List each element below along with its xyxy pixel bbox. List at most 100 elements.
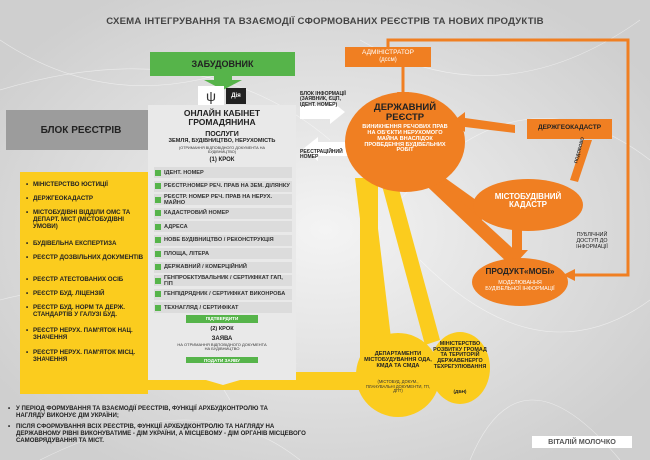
urban-cadastre-label: МІСТОБУДІВНИЙ КАДАСТР: [494, 192, 562, 210]
public-access-label: ПУБЛІЧНИЙ ДОСТУП ДО ІНФОРМАЦІЇ: [576, 232, 608, 251]
cabinet-field-label: ТЕХНАГЛЯД / СЕРТИФІКАТ: [164, 304, 239, 311]
cabinet-field-row[interactable]: КАДАСТРОВИЙ НОМЕР: [154, 207, 292, 219]
page-title: СХЕМА ІНТЕГРУВАННЯ ТА ВЗАЄМОДІЇ СФОРМОВА…: [106, 16, 544, 27]
cabinet-field-row[interactable]: РЕЄСТР. НОМЕР РЕЧ. ПРАВ НА НЕРУХ. МАЙНО: [154, 194, 292, 206]
product-subtitle: МОДЕЛЮВАННЯ БУДІВЕЛЬНОЇ ІНФОРМАЦІЇ: [485, 280, 555, 292]
register-item-bullet: •: [26, 195, 29, 202]
admin-sub: (дссм): [379, 56, 397, 63]
cabinet-title: ОНЛАЙН КАБІНЕТ ГРОМАДЯНИНА: [183, 108, 261, 127]
checkbox-icon[interactable]: [155, 237, 161, 243]
checkbox-icon[interactable]: [155, 210, 161, 216]
departments-ellipse: [356, 333, 440, 417]
cabinet-field-row[interactable]: РЕЄСТР.НОМЕР РЕЧ. ПРАВ НА ЗЕМ. ДІЛЯНКУ: [154, 180, 292, 192]
note-bullet: •: [8, 423, 11, 430]
ministry-title: МІНІСТЕРСТВО РОЗВИТКУ ГРОМАД ТА ТЕРИТОРІ…: [433, 341, 487, 370]
cabinet-field-row[interactable]: ІДЕНТ. НОМЕР: [154, 167, 292, 178]
register-item-bullet: •: [26, 304, 29, 311]
register-item-label: РЕЄСТР БУД. ЛІЦЕНЗІЙ: [33, 290, 105, 297]
info-arrow: [300, 100, 345, 124]
cabinet-field-label: ГЕНПРОЕКТУВАЛЬНИК / СЕРТИФІКАТ ГАП, ГІП: [164, 274, 283, 287]
confirm-button[interactable]: ПІДТВЕРДИТИ: [186, 315, 258, 323]
register-item: •МІСТОБУДІВНІ ВІДДІЛИ ОМС ТА ДЕПАРТ. МІС…: [26, 209, 144, 230]
register-block-list: •МІНІСТЕРСТВО ЮСТИЦІЇ•ДЕРЖГЕОКАДАСТР•МІС…: [20, 172, 148, 394]
derzhgeokadastr-box: [527, 119, 612, 139]
cabinet-field-label: НОВЕ БУДІВНИЦТВО / РЕКОНСТРУКЦІЯ: [164, 237, 274, 243]
checkbox-icon[interactable]: [155, 223, 161, 230]
register-item: •РЕЄСТР ДОЗВІЛЬНИХ ДОКУМЕНТІВ: [26, 254, 144, 262]
register-item-label: МІСТОБУДІВНІ ВІДДІЛИ ОМС ТА ДЕПАРТ. МІСТ…: [33, 209, 131, 230]
submit-application-button[interactable]: ПОДАТИ ЗАЯВУ: [186, 357, 258, 365]
admin-label: АДМІНІСТРАТОР: [362, 49, 414, 56]
register-item-bullet: •: [26, 290, 29, 297]
product-title: ПРОДУКТ«МОБІ»: [485, 267, 555, 276]
cabinet-field-label: РЕЄСТР.НОМЕР РЕЧ. ПРАВ НА ЗЕМ. ДІЛЯНКУ: [164, 183, 290, 189]
cabinet-field-row[interactable]: ГЕНПІДРЯДНИК / СЕРТИФІКАТ ВИКОНРОБА: [154, 288, 292, 300]
register-item-label: РЕЄСТР БУД. НОРМ ТА ДЕРЖ. СТАНДАРТІВ У Г…: [33, 304, 125, 318]
author-label: ВІТАЛІЙ МОЛОЧКО: [532, 436, 632, 448]
note-1: • У ПЕРІОД ФОРМУВАННЯ ТА ВЗАЄМОДІЇ РЕЄСТ…: [8, 405, 268, 419]
cabinet-field-label: ГЕНПІДРЯДНИК / СЕРТИФІКАТ ВИКОНРОБА: [164, 291, 286, 297]
departments-subtitle: (МІСТОБУД. ДОКУМ., ПЛАНУВАЛЬНІ ДОКУМЕНТИ…: [365, 379, 431, 394]
cabinet-field-row[interactable]: НОВЕ БУДІВНИЦТВО / РЕКОНСТРУКЦІЯ: [154, 234, 292, 246]
registration-number-label: РЕЄСТРАЦІЙНИЙ НОМЕР: [300, 149, 343, 161]
register-item-bullet: •: [26, 327, 29, 334]
checkbox-icon[interactable]: [155, 291, 161, 297]
cabinet-field-row[interactable]: АДРЕСА: [154, 221, 292, 232]
step-2-label: (2) КРОК: [210, 326, 234, 332]
register-item: •БУДІВЕЛЬНА ЕКСПЕРТИЗА: [26, 240, 144, 248]
developer-box: ЗАБУДОВНИК: [150, 52, 295, 76]
note-bullet: •: [8, 405, 11, 412]
register-item-label: РЕЄСТР ДОЗВІЛЬНИХ ДОКУМЕНТІВ: [33, 254, 144, 261]
register-block-title: БЛОК РЕЄСТРІВ: [6, 110, 156, 150]
cabinet-field-label: ДЕРЖАВНИЙ / КОМЕРЦІЙНИЙ: [164, 264, 247, 270]
orange-ray-2: [415, 168, 520, 265]
cabinet-bottom-arrow: [148, 363, 298, 385]
departments-title: ДЕПАРТАМЕНТИ МІСТОБУДУВАННЯ ОДА, КМДА ТА…: [364, 351, 432, 369]
register-item-bullet: •: [26, 181, 29, 188]
checkbox-icon[interactable]: [155, 304, 161, 311]
cabinet-field-label: ІДЕНТ. НОМЕР: [164, 169, 204, 176]
cabinet-field-label: АДРЕСА: [164, 223, 188, 230]
register-item: • РЕЄСТР БУД. НОРМ ТА ДЕРЖ. СТАНДАРТІВ У …: [26, 304, 144, 319]
regnum-arrow: [303, 137, 348, 161]
derzhgeokadastr-label: ДЕРЖГЕОКАДАСТР: [537, 124, 602, 131]
product-ellipse: [472, 258, 568, 306]
orange-arrow-cadastre-product: [506, 228, 528, 262]
ministry-subtitle: (ДБН): [453, 389, 467, 394]
state-register-ellipse: [345, 92, 465, 192]
checkbox-icon[interactable]: [155, 250, 161, 257]
diia-logo: Дія: [226, 88, 246, 104]
info-block-label: БЛОК ІНФОРМАЦІЇ (ЗАЯВНИК, ЄЦП, ІДЕНТ. НО…: [300, 91, 346, 108]
online-cabinet: ОНЛАЙН КАБІНЕТ ГРОМАДЯНИНА ПОСЛУГИ ЗЕМЛЯ…: [148, 105, 296, 380]
register-item-bullet: •: [26, 349, 29, 356]
checkbox-icon[interactable]: [155, 183, 161, 189]
cabinet-field-row[interactable]: ГЕНПРОЕКТУВАЛЬНИК / СЕРТИФІКАТ ГАП, ГІП: [154, 274, 292, 287]
register-item: •ДЕРЖГЕОКАДАСТР: [26, 195, 144, 203]
trident-icon: ψ: [198, 86, 224, 106]
services-title: ПОСЛУГИ: [205, 131, 239, 138]
cabinet-field-label: КАДАСТРОВИЙ НОМЕР: [164, 210, 230, 216]
state-register-text: ВИНИКНЕННЯ РЕЧОВИХ ПРАВ НА ОБ'ЄКТИ НЕРУХ…: [362, 124, 448, 154]
cabinet-field-label: ПЛОЩА, ЛІТЕРА: [164, 250, 210, 257]
register-item-label: РЕЄСТР НЕРУХ. ПАМ'ЯТОК МІСЦ. ЗНАЧЕННЯ: [33, 349, 136, 363]
yellow-ray-2: [380, 178, 440, 345]
cabinet-field-row[interactable]: ДЕРЖАВНИЙ / КОМЕРЦІЙНИЙ: [154, 261, 292, 273]
cabinet-field-row[interactable]: ТЕХНАГЛЯД / СЕРТИФІКАТ: [154, 302, 292, 313]
admin-loop: [386, 38, 630, 277]
checkbox-icon[interactable]: [155, 277, 161, 284]
services-subtitle: ЗЕМЛЯ, БУДІВНИЦТВО, НЕРУХОМІСТЬ: [168, 138, 276, 144]
register-item: • РЕЄСТР БУД. ЛІЦЕНЗІЙ: [26, 290, 144, 298]
note-2: • ПІСЛЯ СФОРМУВАННЯ ВСІХ РЕЄСТРІВ, ФУНКЦ…: [8, 423, 306, 444]
yellow-ray-1: [355, 178, 393, 357]
register-item: • РЕЄСТР НЕРУХ. ПАМ'ЯТОК НАЦ. ЗНАЧЕННЯ: [26, 327, 144, 342]
register-item-bullet: •: [26, 276, 29, 283]
urban-cadastre-ellipse: [473, 179, 583, 231]
checkbox-icon[interactable]: [155, 264, 161, 270]
checkbox-icon[interactable]: [155, 196, 161, 203]
step-1-label: (1) КРОК: [209, 157, 235, 163]
cabinet-field-row[interactable]: ПЛОЩА, ЛІТЕРА: [154, 248, 292, 259]
checkbox-icon[interactable]: [155, 169, 161, 176]
register-item-label: РЕЄСТР НЕРУХ. ПАМ'ЯТОК НАЦ. ЗНАЧЕННЯ: [33, 327, 133, 341]
register-item-label: РЕЄСТР АТЕСТОВАНИХ ОСІБ: [33, 276, 124, 283]
geo-to-cadastre-arrow: [570, 140, 592, 182]
